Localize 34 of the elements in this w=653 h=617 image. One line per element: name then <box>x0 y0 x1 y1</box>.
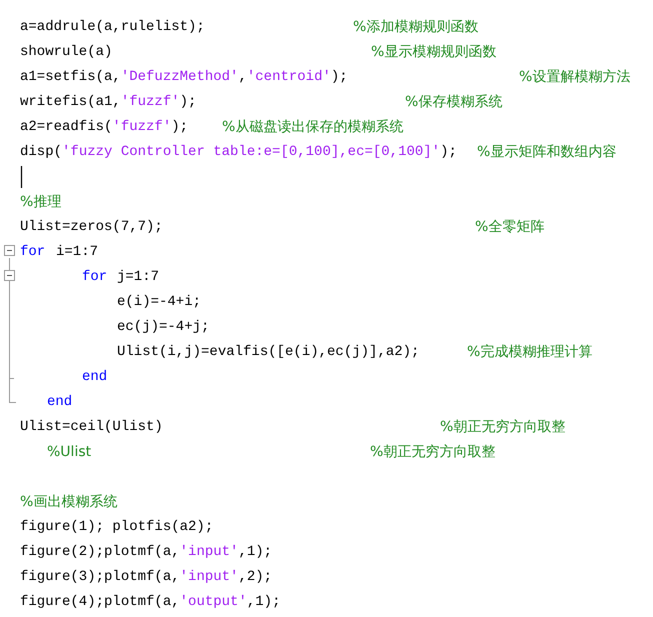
code-keyword: for <box>20 243 46 261</box>
code-comment: %设置解模糊方法 <box>519 68 630 86</box>
code-line: j=1:7 <box>117 268 160 286</box>
code-comment: %朝正无穷方向取整 <box>440 418 566 436</box>
code-comment: %朝正无穷方向取整 <box>370 443 496 461</box>
code-comment: %添加模糊规则函数 <box>353 18 478 36</box>
code-comment: %保存模糊系统 <box>405 93 502 111</box>
code-line: figure(2);plotmf(a,'input',1); <box>20 543 272 561</box>
code-line: showrule(a) <box>20 43 112 61</box>
code-keyword: end <box>82 368 108 386</box>
code-comment: %完成模糊推理计算 <box>467 343 592 361</box>
code-line: a=addrule(a,rulelist); <box>20 18 205 36</box>
code-line: i=1:7 <box>56 243 98 261</box>
code-comment: %Ulist <box>47 443 92 461</box>
code-line: writefis(a1,'fuzzf'); <box>20 93 196 111</box>
code-line: e(i)=-4+i; <box>117 293 202 311</box>
code-keyword: end <box>47 393 72 411</box>
code-keyword: for <box>82 268 108 286</box>
code-line: a2=readfis('fuzzf'); <box>20 118 188 136</box>
code-comment: %从磁盘读出保存的模糊系统 <box>222 118 404 136</box>
code-line: ec(j)=-4+j; <box>117 318 210 336</box>
code-comment: %显示模糊规则函数 <box>371 43 496 61</box>
code-line: disp('fuzzy Controller table:e=[0,100],ec=[0,100]'); <box>20 143 457 161</box>
code-comment: %全零矩阵 <box>475 218 544 236</box>
code-line: Ulist(i,j)=evalfis([e(i),ec(j)],a2); <box>117 343 420 361</box>
code-line: figure(4);plotmf(a,'output',1); <box>20 593 280 611</box>
code-line: Ulist=ceil(Ulist) <box>20 418 163 436</box>
code-line: a1=setfis(a,'DefuzzMethod','centroid'); <box>20 68 348 86</box>
code-comment: %推理 <box>20 193 62 211</box>
code-line: figure(3);plotmf(a,'input',2); <box>20 568 272 586</box>
code-line: figure(1); plotfis(a2); <box>20 518 214 536</box>
code-comment: %画出模糊系统 <box>20 493 118 511</box>
code-comment: %显示矩阵和数组内容 <box>477 143 616 161</box>
code-line: Ulist=zeros(7,7); <box>20 218 163 236</box>
